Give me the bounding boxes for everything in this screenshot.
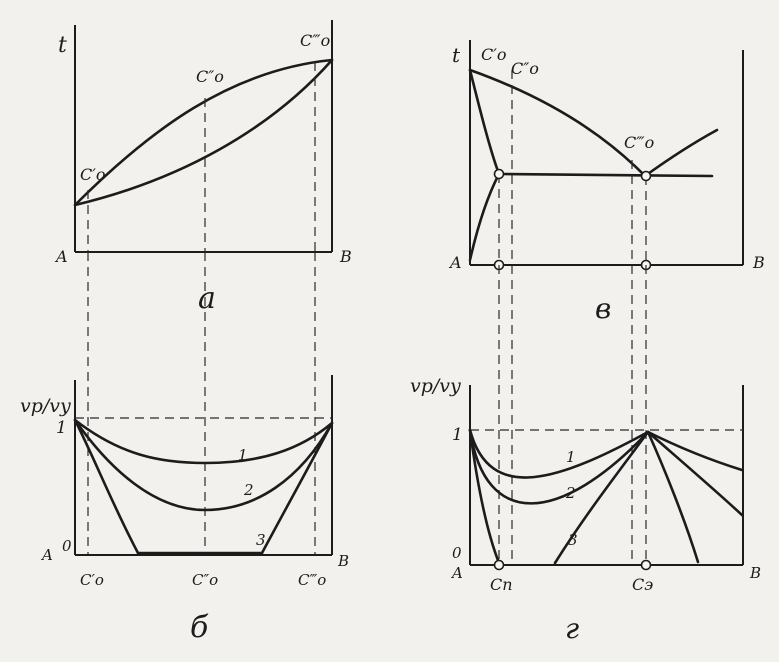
panel-b-A-label: A [40, 546, 53, 564]
panel-v-c1-label: C′o [481, 45, 507, 64]
panel-g-A-label: A [450, 564, 463, 582]
panel-v-A-label: A [448, 253, 462, 272]
panel-a-t-label: t [58, 33, 67, 58]
panel-v-solvus-upper [468, 68, 501, 176]
panel-b-c2-label: C″o [192, 571, 218, 589]
panel-g-curve-3-right-branch [646, 430, 700, 564]
panel-g-curve-2-right [646, 430, 744, 517]
panel-g-curve-1-label: 1 [566, 448, 576, 466]
panel-g-curve-1-right [646, 430, 744, 472]
panel-g-curve-3-right [553, 430, 650, 565]
panel-v-solvus-point [493, 168, 505, 180]
panel-b-one-label: 1 [56, 418, 67, 438]
panel-v-eutectic-point [640, 170, 652, 182]
panel-g-ce-label: Cэ [632, 575, 653, 594]
panel-v: t A B C′o C″o C‴o в [448, 40, 765, 325]
panel-g-caption: г [565, 612, 579, 645]
panel-b-c1-label: C′o [80, 571, 104, 589]
panel-a: t A B C′o C″o C‴o a [54, 20, 352, 316]
panel-v-caption: в [595, 292, 611, 325]
panel-a-c2-label: C″o [196, 67, 224, 86]
panel-b-curve-1-label: 1 [238, 446, 248, 464]
panel-a-liquidus-curve [73, 58, 334, 207]
panel-g-ce-point [640, 559, 652, 571]
panel-g-one-label: 1 [452, 425, 463, 445]
panel-v-t-label: t [452, 43, 461, 67]
panel-b-curve-2-label: 2 [243, 481, 254, 499]
panel-g-cn-label: Cn [490, 575, 513, 594]
panel-g-curve-1 [468, 428, 650, 479]
panel-g-curve-2-label: 2 [565, 484, 576, 502]
panel-g-cn-point [493, 559, 505, 571]
panel-g-ratio-label: vp/vy [410, 375, 461, 397]
panel-v-liquidus-right [643, 128, 719, 178]
panel-v-c2-label: C″o [511, 59, 539, 78]
panel-b-caption: б [190, 610, 209, 645]
panel-a-solidus-curve [73, 58, 334, 207]
panel-v-B-label: B [752, 253, 765, 272]
panel-b-B-label: B [337, 552, 349, 570]
panel-a-c1-label: C′o [80, 165, 106, 184]
panel-a-B-label: B [339, 247, 352, 266]
panel-b-curve-3-right [260, 421, 334, 555]
panel-b-curve-2 [73, 418, 334, 512]
connector-dashes-right [498, 265, 647, 565]
panel-g-curve-3-label: 3 [568, 531, 578, 549]
panel-b-c3-label: C‴o [298, 571, 326, 589]
panel-a-caption: a [198, 281, 216, 316]
panel-v-eutectic-line [497, 172, 714, 178]
panel-b-ratio-label: vp/vy [20, 395, 71, 417]
panel-v-c3-label: C‴o [624, 133, 654, 152]
connector-dashes-left [87, 252, 316, 555]
panel-b-curve-1 [73, 418, 334, 465]
panel-b-curve-3-label: 3 [256, 531, 266, 549]
panel-g: vp/vy 1 0 A B Cn Cэ 1 2 3 г [410, 375, 761, 645]
panel-b-zero-label: 0 [62, 537, 72, 555]
panel-v-liquidus-left [468, 68, 647, 178]
panel-g-B-label: B [749, 564, 761, 582]
panel-a-c3-label: C‴o [300, 31, 330, 50]
panel-g-curve-3-left [468, 428, 501, 565]
panel-v-solvus-lower [468, 172, 501, 262]
panel-g-zero-label: 0 [452, 544, 462, 562]
panel-a-A-label: A [54, 247, 68, 266]
panel-b-curve-3-left [73, 418, 140, 555]
panel-g-curve-2 [468, 428, 650, 505]
panel-b: vp/vy 1 0 A B C′o C″o C‴o 1 2 3 б [20, 375, 349, 645]
